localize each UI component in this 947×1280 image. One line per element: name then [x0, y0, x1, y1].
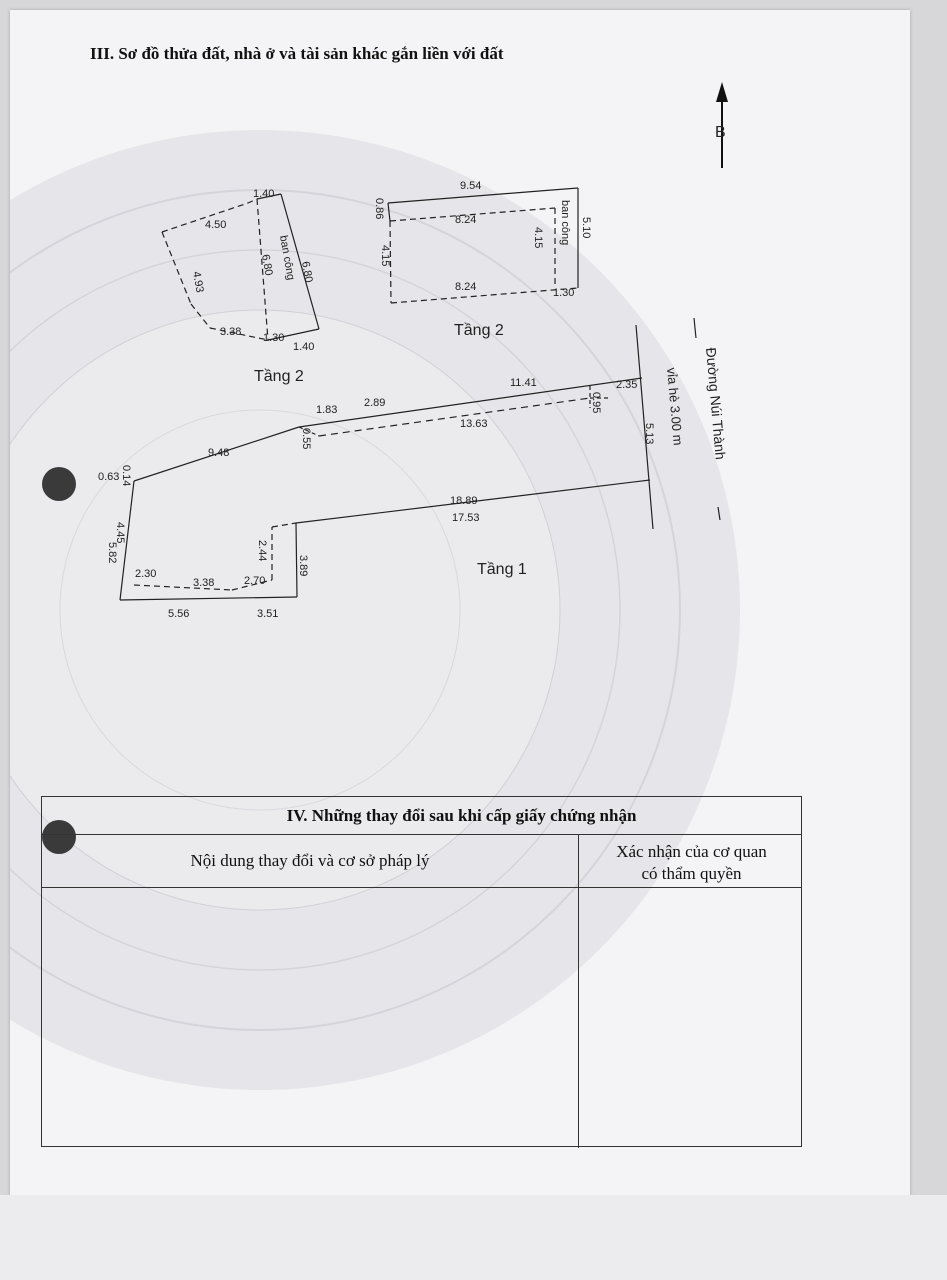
land-plot-diagram: B 1.40 4.50 6.80 6.80 4.93 3.38 1.30 1.4… — [98, 82, 729, 620]
dim-label: 3.51 — [257, 608, 278, 620]
floor1-dims: 11.41 2.35 0.95 1.83 2.89 13.63 0.55 5.1… — [98, 377, 655, 620]
dim-label: 1.40 — [253, 188, 274, 200]
floor2-left-dims: 1.40 4.50 6.80 6.80 4.93 3.38 1.30 1.40 … — [190, 188, 315, 353]
floor2-right-dims: 9.54 0.86 8.24 5.10 4.15 4.15 8.24 1.30 … — [373, 180, 592, 299]
floor2-right-shape — [387, 187, 579, 304]
floor2-right-label: Tầng 2 — [454, 322, 504, 339]
column-header-confirmation-line2: có thẩm quyền — [641, 864, 742, 883]
dim-label: 4.50 — [205, 219, 226, 231]
road-label: Đường Núi Thành — [703, 347, 729, 460]
dim-label: 1.83 — [316, 404, 337, 416]
punch-hole-bottom — [42, 820, 76, 854]
certificate-page: III. Sơ đồ thửa đất, nhà ở và tài sản kh… — [10, 10, 910, 1195]
dim-label: 6.80 — [259, 253, 275, 276]
dim-label: 3.38 — [193, 577, 214, 589]
dim-label: 2.44 — [256, 540, 268, 561]
dim-label: 17.53 — [452, 512, 480, 524]
changes-table: IV. Những thay đổi sau khi cấp giấy chứn… — [41, 796, 803, 1148]
dim-label: 8.24 — [455, 214, 476, 226]
dim-label: 3.38 — [220, 326, 241, 338]
floor1-label: Tầng 1 — [477, 561, 527, 578]
dim-label: 2.30 — [135, 568, 156, 580]
dim-label: 2.70 — [244, 575, 265, 587]
dim-label: 2.35 — [616, 379, 637, 391]
dim-label: 0.86 — [373, 198, 385, 219]
confirmation-cell[interactable] — [580, 889, 801, 1146]
dim-label: 5.56 — [168, 608, 189, 620]
dim-label: 4.93 — [190, 270, 206, 293]
content-cell[interactable] — [42, 889, 577, 1146]
balcony-label: ban công — [559, 200, 571, 245]
dim-label: 4.45 — [114, 522, 126, 543]
floor2-left-shape — [161, 193, 320, 341]
dim-label: 6.80 — [299, 260, 315, 283]
dim-label: 1.30 — [263, 332, 284, 344]
header-divider — [42, 887, 801, 888]
column-header-confirmation-line1: Xác nhận của cơ quan — [616, 842, 767, 861]
dim-label: 0.14 — [120, 465, 132, 486]
guilloche-watermark — [10, 130, 740, 1090]
dim-label: 0.55 — [300, 428, 312, 449]
road-lines — [635, 317, 721, 530]
dim-label: 18.89 — [450, 495, 478, 507]
north-arrow-icon — [716, 82, 728, 168]
dim-label: 1.30 — [553, 287, 574, 299]
floor1-shape — [119, 377, 651, 601]
dim-label: 1.40 — [293, 341, 314, 353]
dim-label: 9.54 — [460, 180, 481, 192]
dim-label: 5.82 — [106, 542, 118, 563]
dim-label: 9.48 — [208, 447, 229, 459]
dim-label: 8.24 — [455, 281, 476, 293]
dim-label: 0.95 — [590, 392, 602, 413]
section-4-title: IV. Những thay đổi sau khi cấp giấy chứn… — [42, 797, 801, 835]
column-header-confirmation: Xác nhận của cơ quan có thẩm quyền — [580, 841, 803, 885]
dim-label: 3.89 — [297, 555, 309, 576]
scan-background — [0, 1195, 947, 1280]
column-header-content: Nội dung thay đổi và cơ sở pháp lý — [190, 851, 430, 870]
punch-hole-top — [42, 467, 76, 501]
sidewalk-label: vỉa hè 3.00 m — [664, 367, 686, 446]
dim-label: 4.15 — [379, 245, 391, 266]
dim-label: 13.63 — [460, 418, 488, 430]
floor2-left-label: Tầng 2 — [254, 368, 304, 385]
dim-label: 0.63 — [98, 471, 119, 483]
dim-label: 4.15 — [532, 227, 544, 248]
dim-label: 2.89 — [364, 397, 385, 409]
north-label: B — [715, 124, 726, 141]
dim-label: 5.10 — [580, 217, 592, 238]
column-divider — [578, 835, 579, 1148]
dim-label: 11.41 — [510, 377, 537, 389]
section-3-title: III. Sơ đồ thửa đất, nhà ở và tài sản kh… — [90, 44, 504, 63]
dim-label: 5.13 — [643, 423, 655, 444]
